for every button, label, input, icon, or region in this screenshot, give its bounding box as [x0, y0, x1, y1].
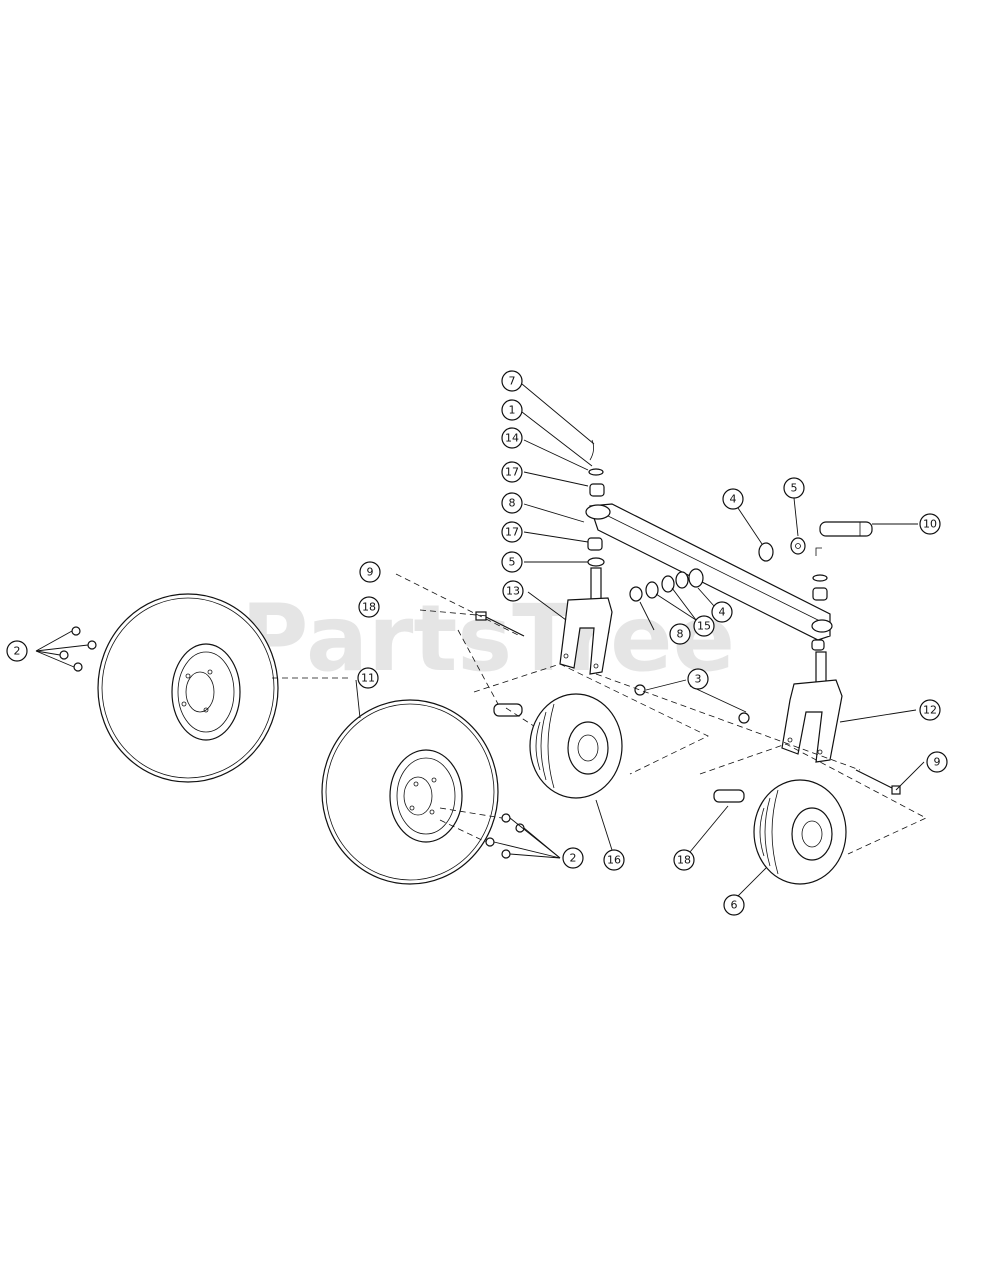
callout-label: 11: [361, 672, 375, 685]
callout-17a: 17: [501, 461, 523, 483]
callout-label: 4: [730, 493, 737, 506]
callout-10: 10: [919, 513, 941, 535]
callout-label: 1: [509, 404, 516, 417]
callout-label: 13: [506, 585, 520, 598]
left-caster-fork: [559, 597, 613, 675]
spindle-bolt: [819, 521, 873, 537]
callout-label: 5: [509, 556, 516, 569]
callout-label: 17: [505, 466, 519, 479]
callout-8b: 8: [669, 623, 691, 645]
callout-label: 9: [367, 566, 374, 579]
callout-6: 6: [723, 894, 745, 916]
callout-9b: 9: [926, 751, 948, 773]
callout-11: 11: [357, 667, 379, 689]
large-tire-middle: [321, 699, 499, 885]
callout-1: 1: [501, 399, 523, 421]
callout-label: 17: [505, 526, 519, 539]
callout-8a: 8: [501, 492, 523, 514]
callout-2b: 2: [562, 847, 584, 869]
callout-label: 18: [677, 854, 691, 867]
callout-12: 12: [919, 699, 941, 721]
callout-5b: 5: [783, 477, 805, 499]
callout-13: 13: [502, 580, 524, 602]
callout-5a: 5: [501, 551, 523, 573]
callout-2a: 2: [6, 640, 28, 662]
callout-9a: 9: [359, 561, 381, 583]
callout-label: 8: [509, 497, 516, 510]
callout-leaders: [355, 383, 925, 899]
callout-4b: 4: [711, 601, 733, 623]
callout-18b: 18: [673, 849, 695, 871]
callout-14: 14: [501, 427, 523, 449]
right-pivot-stack: [811, 547, 828, 687]
watermark-text: PartsTree: [241, 585, 735, 692]
exploded-view-lines: [272, 573, 927, 855]
callout-label: 12: [923, 704, 937, 717]
callout-label: 5: [791, 482, 798, 495]
callout-label: 4: [719, 606, 726, 619]
callout-17b: 17: [501, 521, 523, 543]
fork-nuts: [634, 684, 750, 724]
callout-4a: 4: [722, 488, 744, 510]
large-tire-left: [97, 593, 279, 783]
callout-16: 16: [603, 849, 625, 871]
callout-15: 15: [693, 615, 715, 637]
callout-label: 2: [14, 645, 21, 658]
bushing-cluster-lower: [629, 568, 704, 602]
callout-label: 18: [362, 601, 376, 614]
right-caster-fork: [781, 679, 843, 763]
callout-label: 9: [934, 756, 941, 769]
callout-3a: 3: [687, 668, 709, 690]
callout-label: 2: [570, 852, 577, 865]
callout-label: 10: [923, 518, 937, 531]
bushing-cluster-upper: [758, 537, 806, 562]
caster-wheel-left: [529, 693, 623, 799]
callout-label: 8: [677, 628, 684, 641]
callout-label: 6: [731, 899, 738, 912]
caster-wheel-right: [753, 779, 847, 885]
callout-7: 7: [501, 370, 523, 392]
callout-label: 15: [697, 620, 711, 633]
axle-bar: [585, 503, 833, 641]
lug-nuts-middle: [439, 807, 561, 859]
callout-label: 3: [695, 673, 702, 686]
callout-label: 16: [607, 854, 621, 867]
callout-label: 7: [509, 375, 516, 388]
callout-18a: 18: [358, 596, 380, 618]
callout-label: 14: [505, 432, 519, 445]
left-pivot-stack: [587, 439, 605, 605]
lug-nuts-left: [35, 626, 97, 672]
